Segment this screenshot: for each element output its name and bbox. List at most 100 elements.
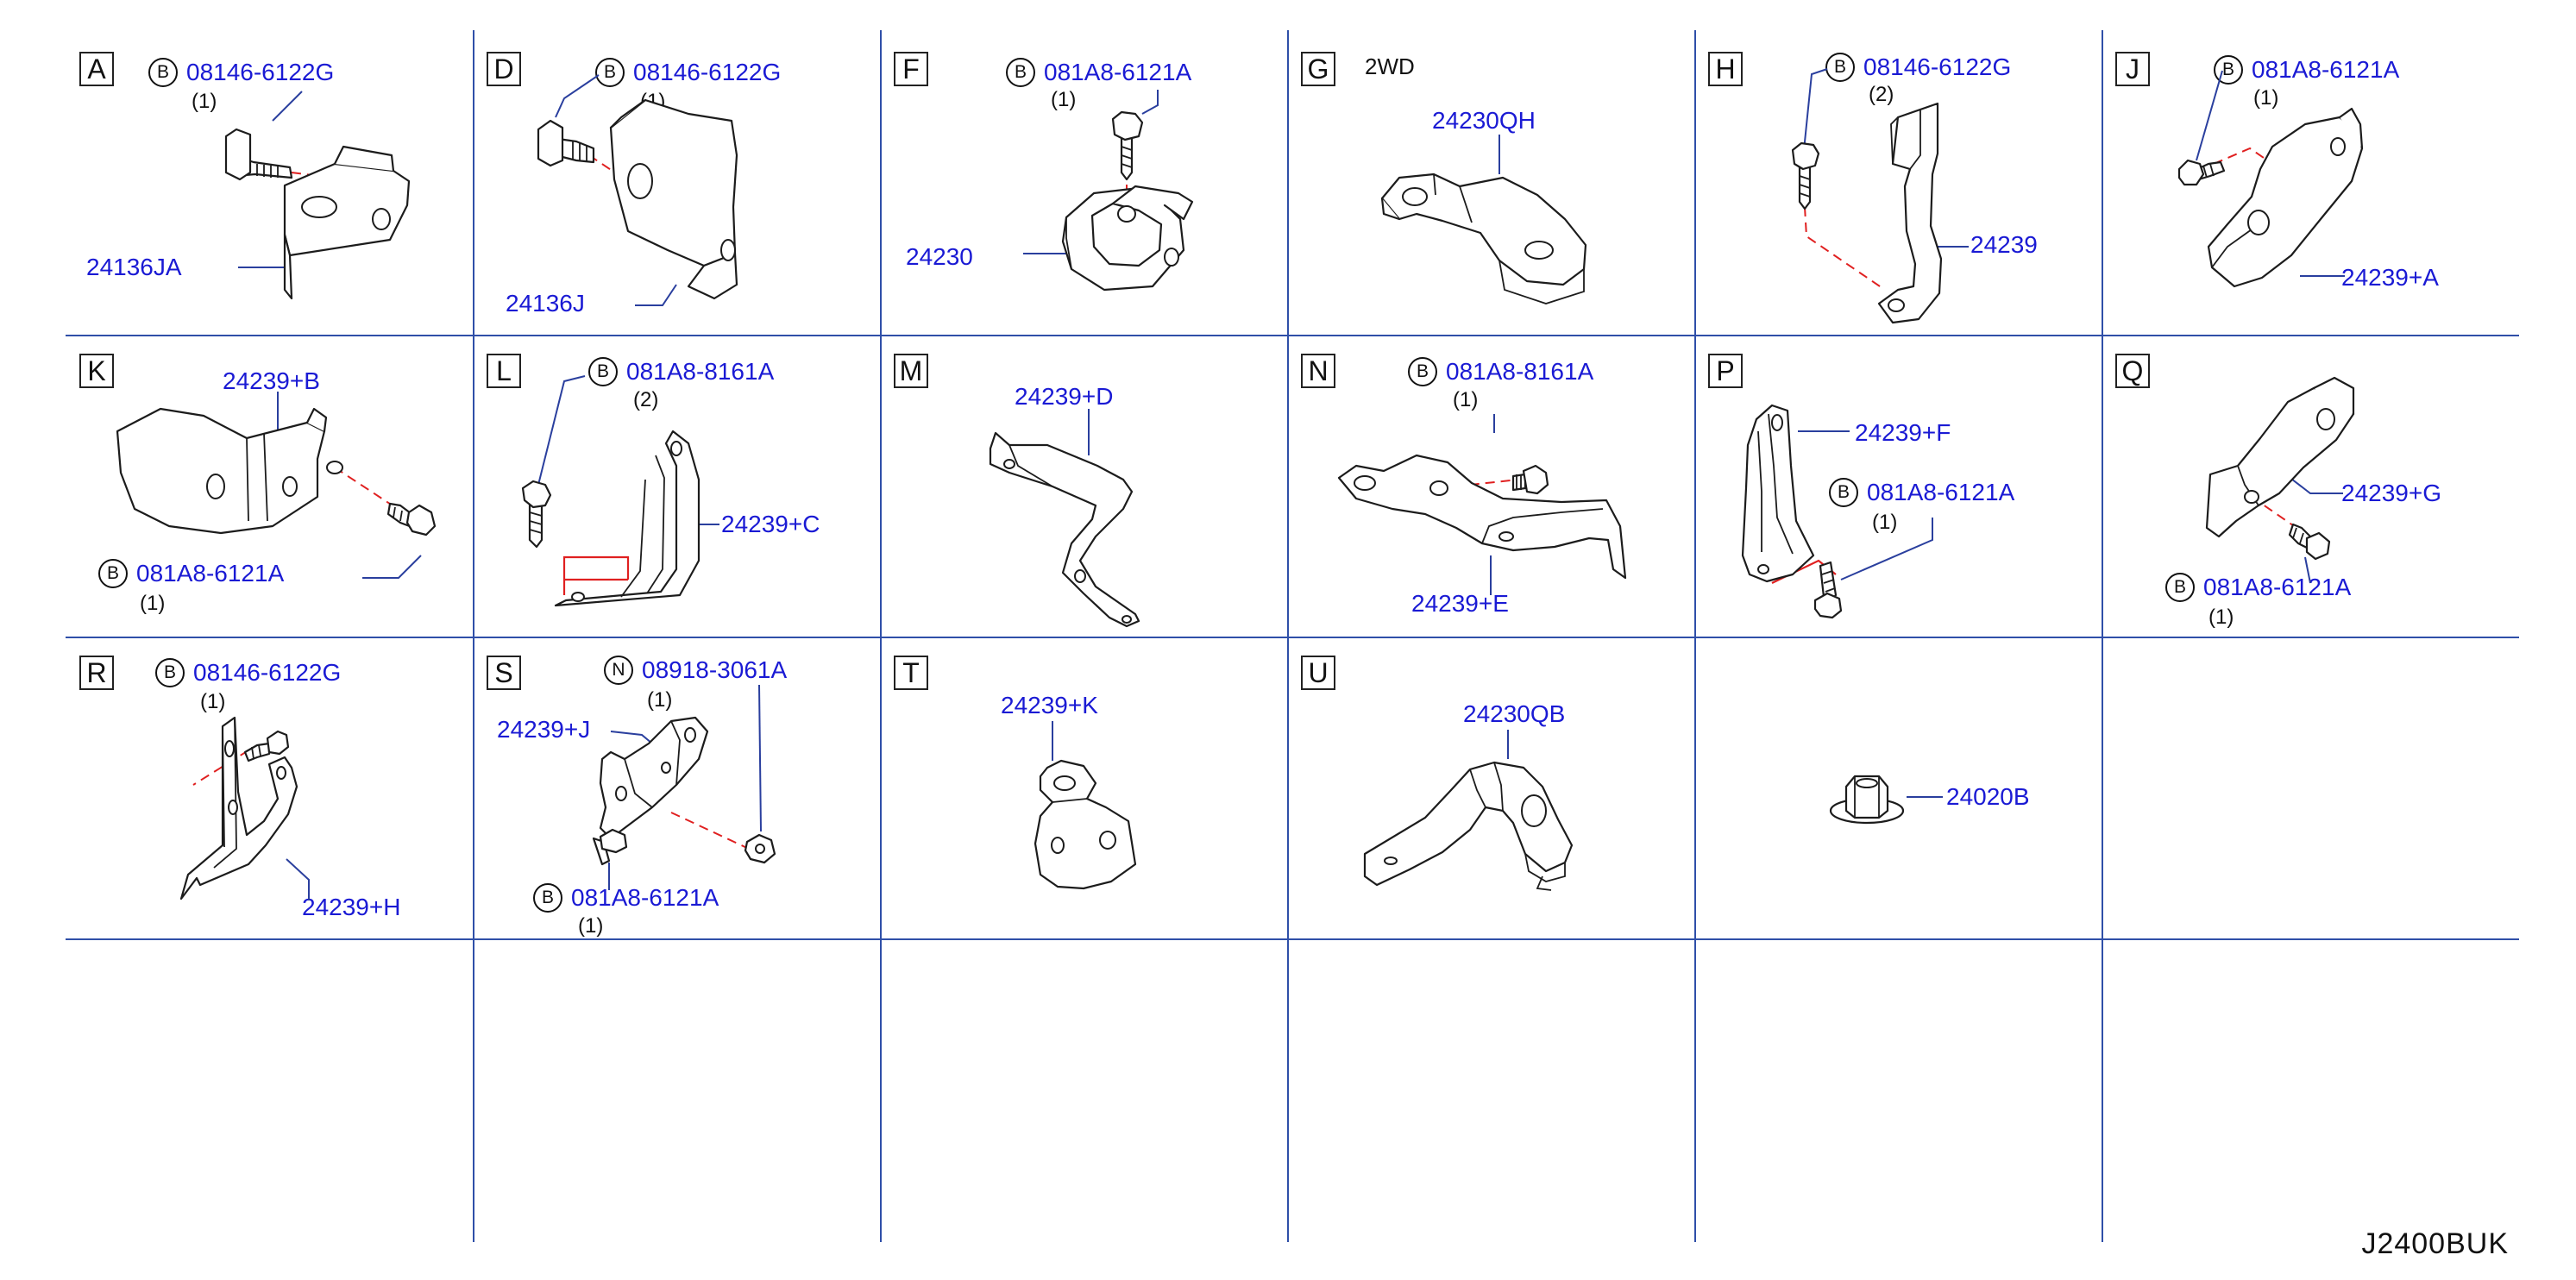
cell-letter: Q	[2115, 354, 2150, 388]
bracket-illustration	[2205, 376, 2355, 584]
fastener-quantity: (1)	[1453, 388, 1479, 411]
cell-letter: G	[1301, 52, 1335, 86]
fastener-quantity: (2)	[1869, 83, 1894, 106]
part-label[interactable]: 24136JA	[86, 254, 182, 280]
part-label[interactable]: 24230QH	[1432, 107, 1536, 134]
fastener-part-number[interactable]: 081A8-6121A	[1867, 479, 2015, 505]
part-label[interactable]: 24239+H	[302, 894, 401, 920]
fastener-callout: B 081A8-6121A	[98, 559, 284, 588]
part-label[interactable]: 24239+B	[223, 367, 320, 394]
fastener-callout: B 08146-6122G	[595, 58, 781, 87]
fastener-quantity: (1)	[140, 592, 166, 615]
fastener-part-number[interactable]: 08146-6122G	[633, 59, 782, 85]
bracket-illustration	[1337, 414, 1627, 595]
part-label[interactable]: 24239+G	[2341, 480, 2441, 506]
part-label[interactable]: 24239+A	[2341, 264, 2439, 291]
cell-n: N B 081A8-8161A (1) 24239+E	[1287, 336, 1694, 637]
fastener-symbol: B	[1006, 58, 1035, 87]
bracket-illustration	[537, 74, 738, 306]
bracket-illustration	[116, 392, 437, 579]
fastener-part-number[interactable]: 08146-6122G	[1863, 53, 2012, 80]
fastener-quantity: (1)	[200, 690, 226, 713]
part-label[interactable]: 24230	[906, 243, 973, 270]
fastener-quantity: (1)	[192, 90, 217, 113]
fastener-part-number[interactable]: 08146-6122G	[193, 659, 342, 686]
fastener-callout-secondary: B 081A8-6121A	[533, 883, 719, 913]
part-label[interactable]: 24239	[1970, 231, 2038, 258]
part-label[interactable]: 24136J	[506, 290, 585, 317]
cell-letter: K	[79, 354, 114, 388]
cell-k: K 24239+B B 081A8-6121A (1)	[66, 336, 473, 637]
cell-letter: A	[79, 52, 114, 86]
grid-line	[880, 30, 882, 1242]
fastener-quantity: (2)	[633, 388, 659, 411]
fastener-symbol: B	[2214, 55, 2243, 85]
part-label[interactable]: 24020B	[1946, 783, 2030, 810]
fastener-part-number[interactable]: 08146-6122G	[186, 59, 335, 85]
fastener-part-number[interactable]: 081A8-8161A	[626, 358, 775, 385]
grid-line	[66, 637, 2519, 638]
part-label[interactable]: 24239+J	[497, 716, 591, 743]
bracket-illustration	[1380, 135, 1587, 304]
bracket-illustration	[592, 684, 776, 890]
fastener-part-number[interactable]: 081A8-6121A	[136, 560, 285, 587]
part-label[interactable]: 24230QB	[1463, 700, 1566, 727]
fastener-part-number[interactable]: 081A8-8161A	[1446, 358, 1594, 385]
cell-letter: M	[894, 354, 928, 388]
cell-letter: L	[487, 354, 521, 388]
fastener-quantity: (1)	[2208, 605, 2234, 629]
cell-t: T 24239+K	[880, 638, 1287, 938]
fastener-callout: B 08146-6122G	[148, 58, 334, 87]
bracket-illustration	[989, 409, 1140, 628]
grid-line	[1694, 30, 1696, 1242]
bracket-illustration	[179, 716, 310, 900]
fastener-part-number[interactable]: 08918-3061A	[642, 656, 788, 683]
fastener-callout: B 081A8-8161A	[1408, 357, 1593, 386]
fastener-part-number[interactable]: 081A8-6121A	[2252, 56, 2400, 83]
fastener-quantity: (1)	[1872, 511, 1898, 534]
fastener-symbol: B	[148, 58, 178, 87]
grid-line	[473, 30, 474, 1242]
fastener-part-number[interactable]: 081A8-6121A	[1044, 59, 1192, 85]
grid-line	[2102, 30, 2103, 1242]
cell-letter: P	[1708, 354, 1743, 388]
fastener-quantity: (1)	[2253, 86, 2279, 110]
part-label[interactable]: 24239+K	[1001, 692, 1098, 718]
part-label[interactable]: 24239+C	[721, 511, 820, 537]
fastener-callout: B 08146-6122G	[155, 658, 341, 687]
bracket-illustration	[1791, 68, 1969, 324]
fastener-symbol: B	[155, 658, 185, 687]
fastener-part-number[interactable]: 081A8-6121A	[2203, 574, 2352, 600]
cell-letter: H	[1708, 52, 1743, 86]
fastener-quantity: (1)	[1051, 88, 1077, 111]
cell-letter: N	[1301, 354, 1335, 388]
fastener-symbol: B	[533, 883, 562, 913]
fastener-symbol: B	[98, 559, 128, 588]
fastener-part-number[interactable]: 081A8-6121A	[571, 884, 719, 911]
cell-letter: S	[487, 656, 521, 690]
bracket-illustration	[1034, 721, 1137, 890]
part-label[interactable]: 24239+E	[1411, 590, 1509, 617]
fastener-symbol: B	[595, 58, 625, 87]
variant-note: 2WD	[1365, 53, 1415, 79]
nut-illustration	[1829, 775, 1943, 825]
fastener-quantity: (1)	[647, 688, 673, 712]
cell-u: U 24230QB	[1287, 638, 1694, 938]
grid-line	[66, 938, 2519, 940]
diagram-code: J2400BUK	[2361, 1227, 2509, 1260]
part-label[interactable]: 24239+D	[1015, 383, 1114, 410]
fastener-symbol: B	[1408, 357, 1437, 386]
fastener-callout: B 081A8-6121A	[2214, 55, 2399, 85]
part-label[interactable]: 24239+F	[1855, 419, 1951, 446]
cell-letter: D	[487, 52, 521, 86]
cell-letter: T	[894, 656, 928, 690]
grid-line	[66, 335, 2519, 336]
